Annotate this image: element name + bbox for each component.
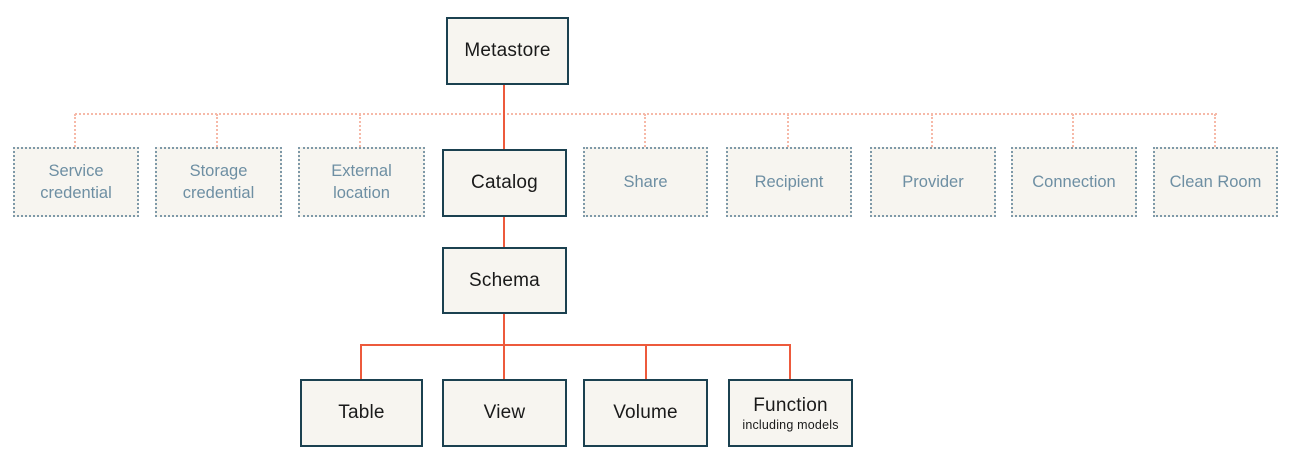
connector-children-bus bbox=[360, 344, 791, 346]
dotted-connector-connection bbox=[1072, 114, 1074, 147]
dotted-connector-recipient bbox=[787, 114, 789, 147]
dotted-connector-clean-room bbox=[1214, 114, 1216, 147]
node-metastore-label: Metastore bbox=[464, 40, 551, 61]
node-provider-label: Provider bbox=[902, 172, 964, 191]
dotted-connector-external bbox=[359, 114, 361, 147]
node-view: View bbox=[442, 379, 567, 447]
node-view-label: View bbox=[483, 402, 526, 423]
node-service-credential-label: Service credential bbox=[40, 161, 112, 202]
connector-metastore-catalog bbox=[503, 85, 505, 149]
node-metastore: Metastore bbox=[446, 17, 569, 85]
dotted-connector-provider bbox=[931, 114, 933, 147]
node-share: Share bbox=[583, 147, 708, 217]
node-catalog-label: Catalog bbox=[471, 172, 538, 193]
dotted-connector-bus bbox=[75, 113, 1217, 115]
connector-volume bbox=[645, 345, 647, 379]
node-schema-label: Schema bbox=[469, 269, 540, 291]
node-table-label: Table bbox=[338, 402, 385, 423]
node-service-credential: Service credential bbox=[13, 147, 139, 217]
node-clean-room: Clean Room bbox=[1153, 147, 1278, 217]
node-table: Table bbox=[300, 379, 423, 447]
node-storage-credential: Storage credential bbox=[155, 147, 282, 217]
dotted-connector-storage bbox=[216, 114, 218, 147]
node-volume-label: Volume bbox=[613, 402, 678, 423]
node-external-location-label: External location bbox=[331, 161, 392, 202]
node-storage-credential-label: Storage credential bbox=[182, 161, 255, 202]
node-function: Function including models bbox=[728, 379, 853, 447]
node-volume: Volume bbox=[583, 379, 708, 447]
node-function-label: Function bbox=[753, 394, 828, 416]
node-function-sublabel: including models bbox=[742, 417, 839, 432]
connector-table bbox=[360, 345, 362, 379]
connector-schema-bus bbox=[503, 314, 505, 345]
connector-catalog-schema bbox=[503, 217, 505, 247]
node-share-label: Share bbox=[623, 172, 668, 191]
dotted-connector-service bbox=[74, 114, 76, 147]
dotted-connector-share bbox=[644, 114, 646, 147]
node-clean-room-label: Clean Room bbox=[1169, 172, 1262, 191]
node-recipient: Recipient bbox=[726, 147, 852, 217]
node-schema: Schema bbox=[442, 247, 567, 314]
connector-view bbox=[503, 345, 505, 379]
node-catalog: Catalog bbox=[442, 149, 567, 217]
node-connection-label: Connection bbox=[1032, 172, 1116, 191]
connector-function bbox=[789, 345, 791, 379]
node-recipient-label: Recipient bbox=[754, 172, 824, 191]
node-provider: Provider bbox=[870, 147, 996, 217]
node-external-location: External location bbox=[298, 147, 425, 217]
node-connection: Connection bbox=[1011, 147, 1137, 217]
